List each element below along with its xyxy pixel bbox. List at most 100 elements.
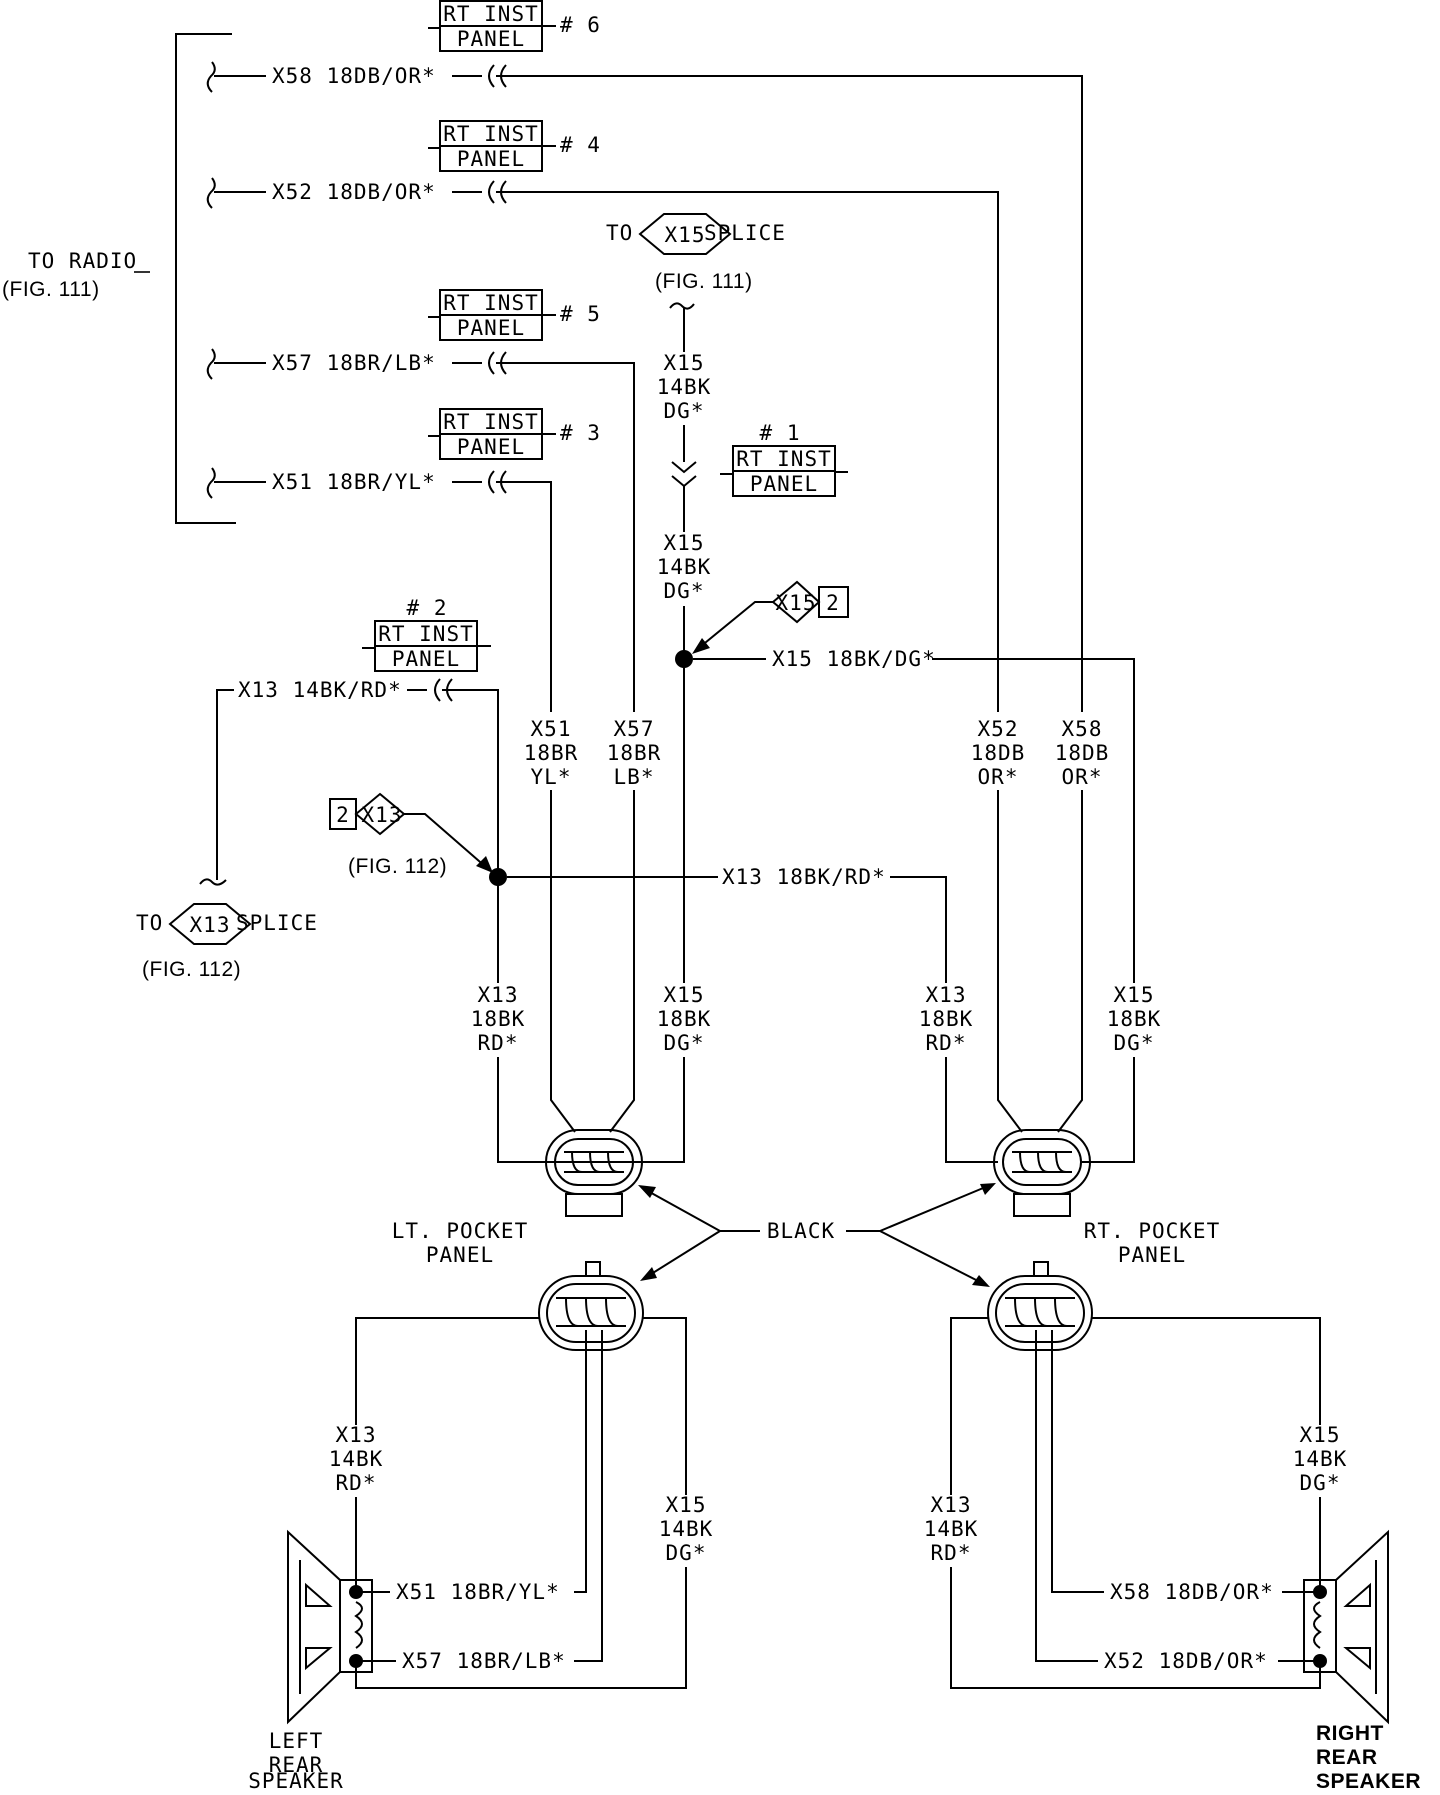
radio-fig-ref: (FIG. 111) [2,278,100,301]
wire-label: DG* [1114,1031,1155,1055]
wire-label: DG* [664,399,705,423]
stack-x57: X57 18BR LB* [607,717,662,1133]
wire-label: X13 [336,1423,377,1447]
rt-inst-panel-5: RT INST PANEL # 5 [428,289,601,341]
x15-splice-node: X15 2 X15 18BK/DG* [675,580,1135,1163]
pin-number: # 5 [560,302,601,326]
connector-label: RT. POCKET [1084,1219,1220,1243]
wire-label: X51 [531,717,572,741]
wire-label: RD* [336,1471,377,1495]
wire-label: 18BK [919,1007,974,1031]
x15-splice-top: TO X15 SPLICE (FIG. 111) X15 14BK DG* X1… [606,213,785,1163]
right-rear-wiring: X13 14BK RD* X15 14BK DG* X58 18DB/OR* X… [924,1317,1348,1689]
splice-code: X13 [190,913,231,937]
wire-label: 14BK [329,1447,384,1471]
wire-label: X52 [978,717,1019,741]
wire-label: RD* [478,1031,519,1055]
stack-rt-x13: X13 18BK RD* [914,983,978,1057]
stack-x51: X51 18BR YL* [524,717,579,1133]
wire-label: X52 18DB/OR* [272,180,436,204]
speaker-wire-label: X52 18DB/OR* [1104,1649,1268,1673]
wire-label: X57 18BR/LB* [272,351,436,375]
wire-label: X51 18BR/YL* [272,470,436,494]
rt-inst-panel-3: RT INST PANEL # 3 [428,408,601,460]
wire-label: 14BK [659,1517,714,1541]
speaker-wire-label: X51 18BR/YL* [396,1580,560,1604]
radio-bracket: TO RADIO (FIG. 111) [2,33,236,524]
wire-label: X15 18BK/DG* [772,647,936,671]
wire-label: X13 [478,983,519,1007]
wire-label: X15 [666,1493,707,1517]
right-speaker-icon: RIGHT REAR SPEAKER [1303,1529,1421,1793]
wire-label: 14BK [657,375,712,399]
speaker-label: LEFT [269,1729,324,1753]
wire-label: X13 [931,1493,972,1517]
wire-label: DG* [666,1541,707,1565]
rt-inst-panel-1: # 1 RT INST PANEL [720,421,848,497]
panel-label: PANEL [392,647,460,671]
speaker-label: SPEAKER [248,1769,344,1790]
speaker-label: REAR [269,1753,324,1777]
splice-fig-ref: (FIG. 111) [655,270,753,293]
splice-fig-ref: (FIG. 112) [142,958,241,981]
wire-label: DG* [664,579,705,603]
connector-label: PANEL [426,1243,494,1267]
wire-label: X15 [664,351,705,375]
to-radio-label: TO RADIO [28,249,137,273]
wire-label: 18BK [1107,1007,1162,1031]
speaker-label: REAR [1316,1746,1378,1769]
wire-label: X58 18DB/OR* [272,64,436,88]
wire-label: X57 [614,717,655,741]
panel-label: PANEL [457,27,525,51]
x13-branch: X13 14BK/RD* TO X13 SPLICE (FIG. 112) [136,678,634,1163]
panel-label: RT INST [736,447,832,471]
wire-label: X15 [664,983,705,1007]
badge-num: 2 [826,591,840,615]
wire-label: 18BR [607,741,662,765]
black-color-callout: BLACK [638,1183,996,1287]
stack-rt-x15: X15 18BK DG* [1102,983,1166,1057]
left-speaker-connector [538,1261,644,1351]
wire-x52: X52 18DB/OR* [206,177,999,712]
stack-x58: X58 18DB OR* [1055,717,1110,1133]
wire-label: X15 [1114,983,1155,1007]
wire-label: 18BR [524,741,579,765]
pin-number: # 2 [407,596,448,620]
left-speaker-icon: LEFT REAR SPEAKER [248,1529,373,1793]
badge-num: 2 [336,803,350,827]
wire-label: RD* [926,1031,967,1055]
panel-label: PANEL [457,147,525,171]
wire-label: X15 [1300,1423,1341,1447]
connector-label: PANEL [1118,1243,1186,1267]
wire-label: DG* [1300,1471,1341,1495]
badge-code: X13 [362,803,403,827]
wire-label: X13 14BK/RD* [238,678,402,702]
splice-label: SPLICE [236,911,318,935]
connector-label: LT. POCKET [392,1219,528,1243]
wire-label: 18DB [971,741,1026,765]
wire-label: X13 [926,983,967,1007]
right-speaker-connector [987,1261,1093,1351]
badge-code: X15 [776,591,817,615]
wire-label: 18DB [1055,741,1110,765]
wire-label: 14BK [1293,1447,1348,1471]
speaker-label: RIGHT [1316,1722,1384,1745]
wire-label: OR* [1062,765,1103,789]
left-rear-wiring: X13 14BK RD* X15 14BK DG* X51 18BR/YL* X… [329,1317,714,1689]
panel-label: RT INST [378,622,474,646]
pin-number: # 3 [560,421,601,445]
panel-label: RT INST [443,410,539,434]
stack-lt-x13: X13 18BK RD* [466,983,530,1057]
badge-fig-ref: (FIG. 112) [348,855,447,878]
speaker-label: SPEAKER [1316,1770,1421,1790]
wire-x57: X57 18BR/LB* [206,348,635,712]
speaker-wire-label: X58 18DB/OR* [1110,1580,1274,1604]
pin-number: # 4 [560,133,601,157]
panel-label: PANEL [457,316,525,340]
rt-inst-panel-2: # 2 RT INST PANEL [362,596,491,672]
rt-inst-panel-6: RT INST PANEL # 6 [428,0,600,52]
x13-splice-node: 2 X13 (FIG. 112) X13 18BK/RD* [329,792,998,1163]
speaker-wire-label: X57 18BR/LB* [402,1649,566,1673]
